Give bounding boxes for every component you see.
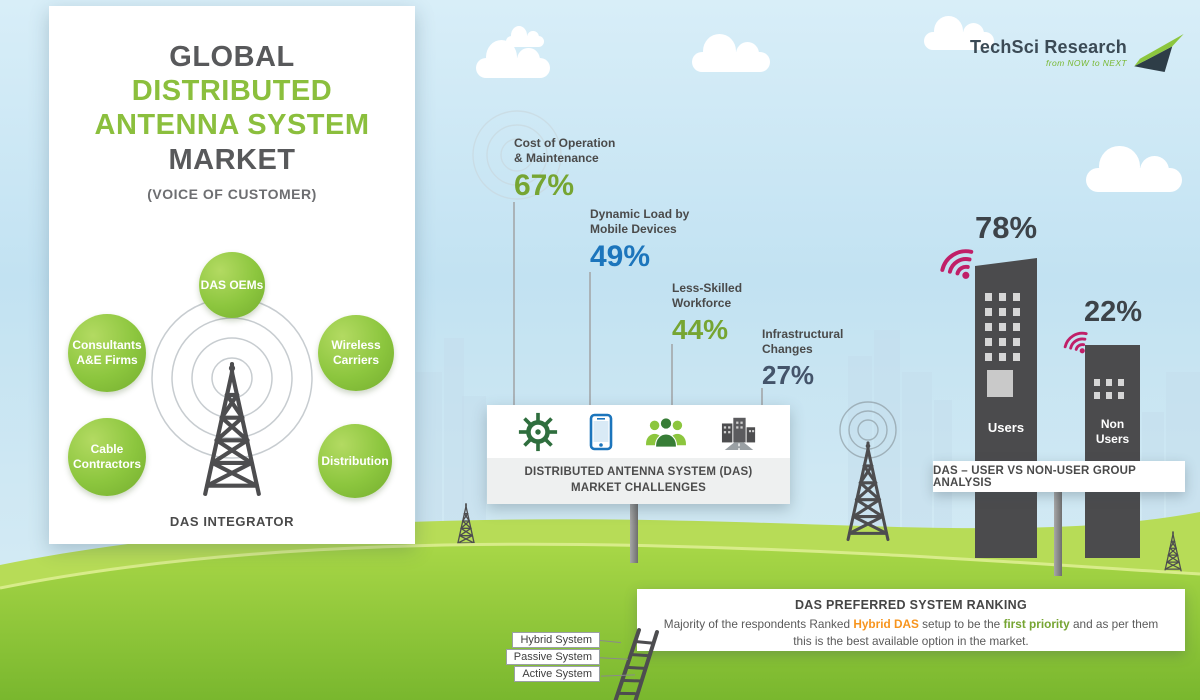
challenge-value: 67% (514, 169, 575, 202)
challenge-value: 49% (590, 240, 651, 273)
signal-waves-icon (472, 110, 562, 200)
das-integrator-label: DAS INTEGRATOR (169, 514, 295, 529)
ladder-icon (613, 628, 659, 700)
users-building: Users (975, 258, 1037, 558)
cloud (506, 26, 544, 47)
stakeholder-bubble-consultants: Consultants A&E Firms (68, 314, 146, 392)
stakeholder-bubble-das-oems: DAS OEMs (199, 252, 265, 318)
non-users-building: Non Users (1085, 345, 1140, 558)
leader-line (671, 344, 673, 405)
title-line-antenna-system: ANTENNA SYSTEM (94, 109, 370, 142)
ranking-title: DAS PREFERRED SYSTEM RANKING (794, 598, 1028, 612)
building-windows (985, 286, 1027, 364)
page-title: GLOBAL DISTRIBUTED ANTENNA SYSTEM MARKET (49, 6, 415, 177)
users-label: Users (987, 420, 1025, 435)
workforce-icon (646, 416, 686, 448)
cloud (1086, 146, 1182, 192)
techsci-research-logo: TechSci Research from NOW to NEXT (970, 34, 1184, 72)
cloud (692, 34, 770, 72)
logo-arrow-icon (1134, 34, 1184, 72)
challenge-label: Cost of Operation & Maintenance (514, 136, 616, 165)
leader-line (513, 202, 515, 405)
building-billboard (987, 370, 1013, 397)
page-subtitle: (VOICE OF CUSTOMER) (147, 185, 317, 202)
cloud (476, 40, 550, 78)
signal-waves-icon (151, 297, 313, 459)
users-percentage: 78% (974, 210, 1038, 245)
mobile-phone-icon (589, 413, 613, 450)
challenge-value: 27% (762, 360, 815, 390)
title-line-distributed: DISTRIBUTED (131, 75, 333, 108)
hybrid-das-highlight: Hybrid DAS (853, 617, 919, 631)
das-integrator-tower-icon (170, 362, 294, 498)
market-challenges-panel: DISTRIBUTED ANTENNA SYSTEM (DAS) MARKET … (487, 405, 790, 505)
stakeholder-bubble-distribution: Distribution (318, 424, 392, 498)
gear-icon (518, 412, 558, 451)
challenge-label: Dynamic Load by Mobile Devices (590, 207, 690, 236)
cloud (924, 15, 994, 50)
user-analysis-bar: DAS – USER VS NON-USER GROUP ANALYSIS (933, 461, 1185, 492)
leader-line (589, 272, 591, 405)
challenge-callout-cost: Cost of Operation & Maintenance 67% (514, 136, 615, 203)
title-line-global: GLOBAL (169, 41, 295, 73)
title-line-market: MARKET (168, 143, 296, 176)
market-overview-panel: GLOBAL DISTRIBUTED ANTENNA SYSTEM MARKET… (49, 6, 415, 544)
ladder-label-passive-system: Passive System (505, 649, 600, 665)
non-users-label: Non Users (1095, 417, 1130, 446)
stakeholder-bubble-cable-contractors: Cable Contractors (68, 418, 146, 496)
ranking-body: Majority of the respondents Ranked Hybri… (663, 617, 1159, 649)
challenges-panel-title: DISTRIBUTED ANTENNA SYSTEM (DAS) MARKET … (487, 458, 790, 505)
signboard-pole (1054, 490, 1062, 576)
challenge-label: Infrastructural Changes (762, 327, 844, 356)
challenge-callout-infrastructure: Infrastructural Changes 27% (762, 327, 843, 391)
infrastructure-icon (721, 417, 756, 450)
building-windows (1094, 373, 1130, 405)
logo-tagline: from NOW to NEXT (1045, 58, 1127, 69)
challenge-icons-row (487, 405, 790, 458)
ladder-label-hybrid-system: Hybrid System (512, 632, 600, 648)
preferred-system-ranking-panel: DAS PREFERRED SYSTEM RANKING Majority of… (637, 589, 1185, 651)
ladder-label-active-system: Active System (514, 666, 600, 682)
signboard-pole (630, 497, 638, 563)
challenge-callout-workforce: Less-Skilled Workforce 44% (672, 281, 742, 346)
leader-line (761, 388, 763, 405)
first-priority-highlight: first priority (1003, 617, 1070, 631)
stakeholder-bubble-wireless-carriers: Wireless Carriers (318, 315, 394, 391)
non-users-percentage: 22% (1083, 296, 1143, 328)
challenge-value: 44% (672, 314, 729, 345)
logo-wordmark: TechSci Research (970, 37, 1127, 58)
challenge-callout-dynamic-load: Dynamic Load by Mobile Devices 49% (590, 207, 689, 274)
challenge-label: Less-Skilled Workforce (672, 281, 743, 310)
